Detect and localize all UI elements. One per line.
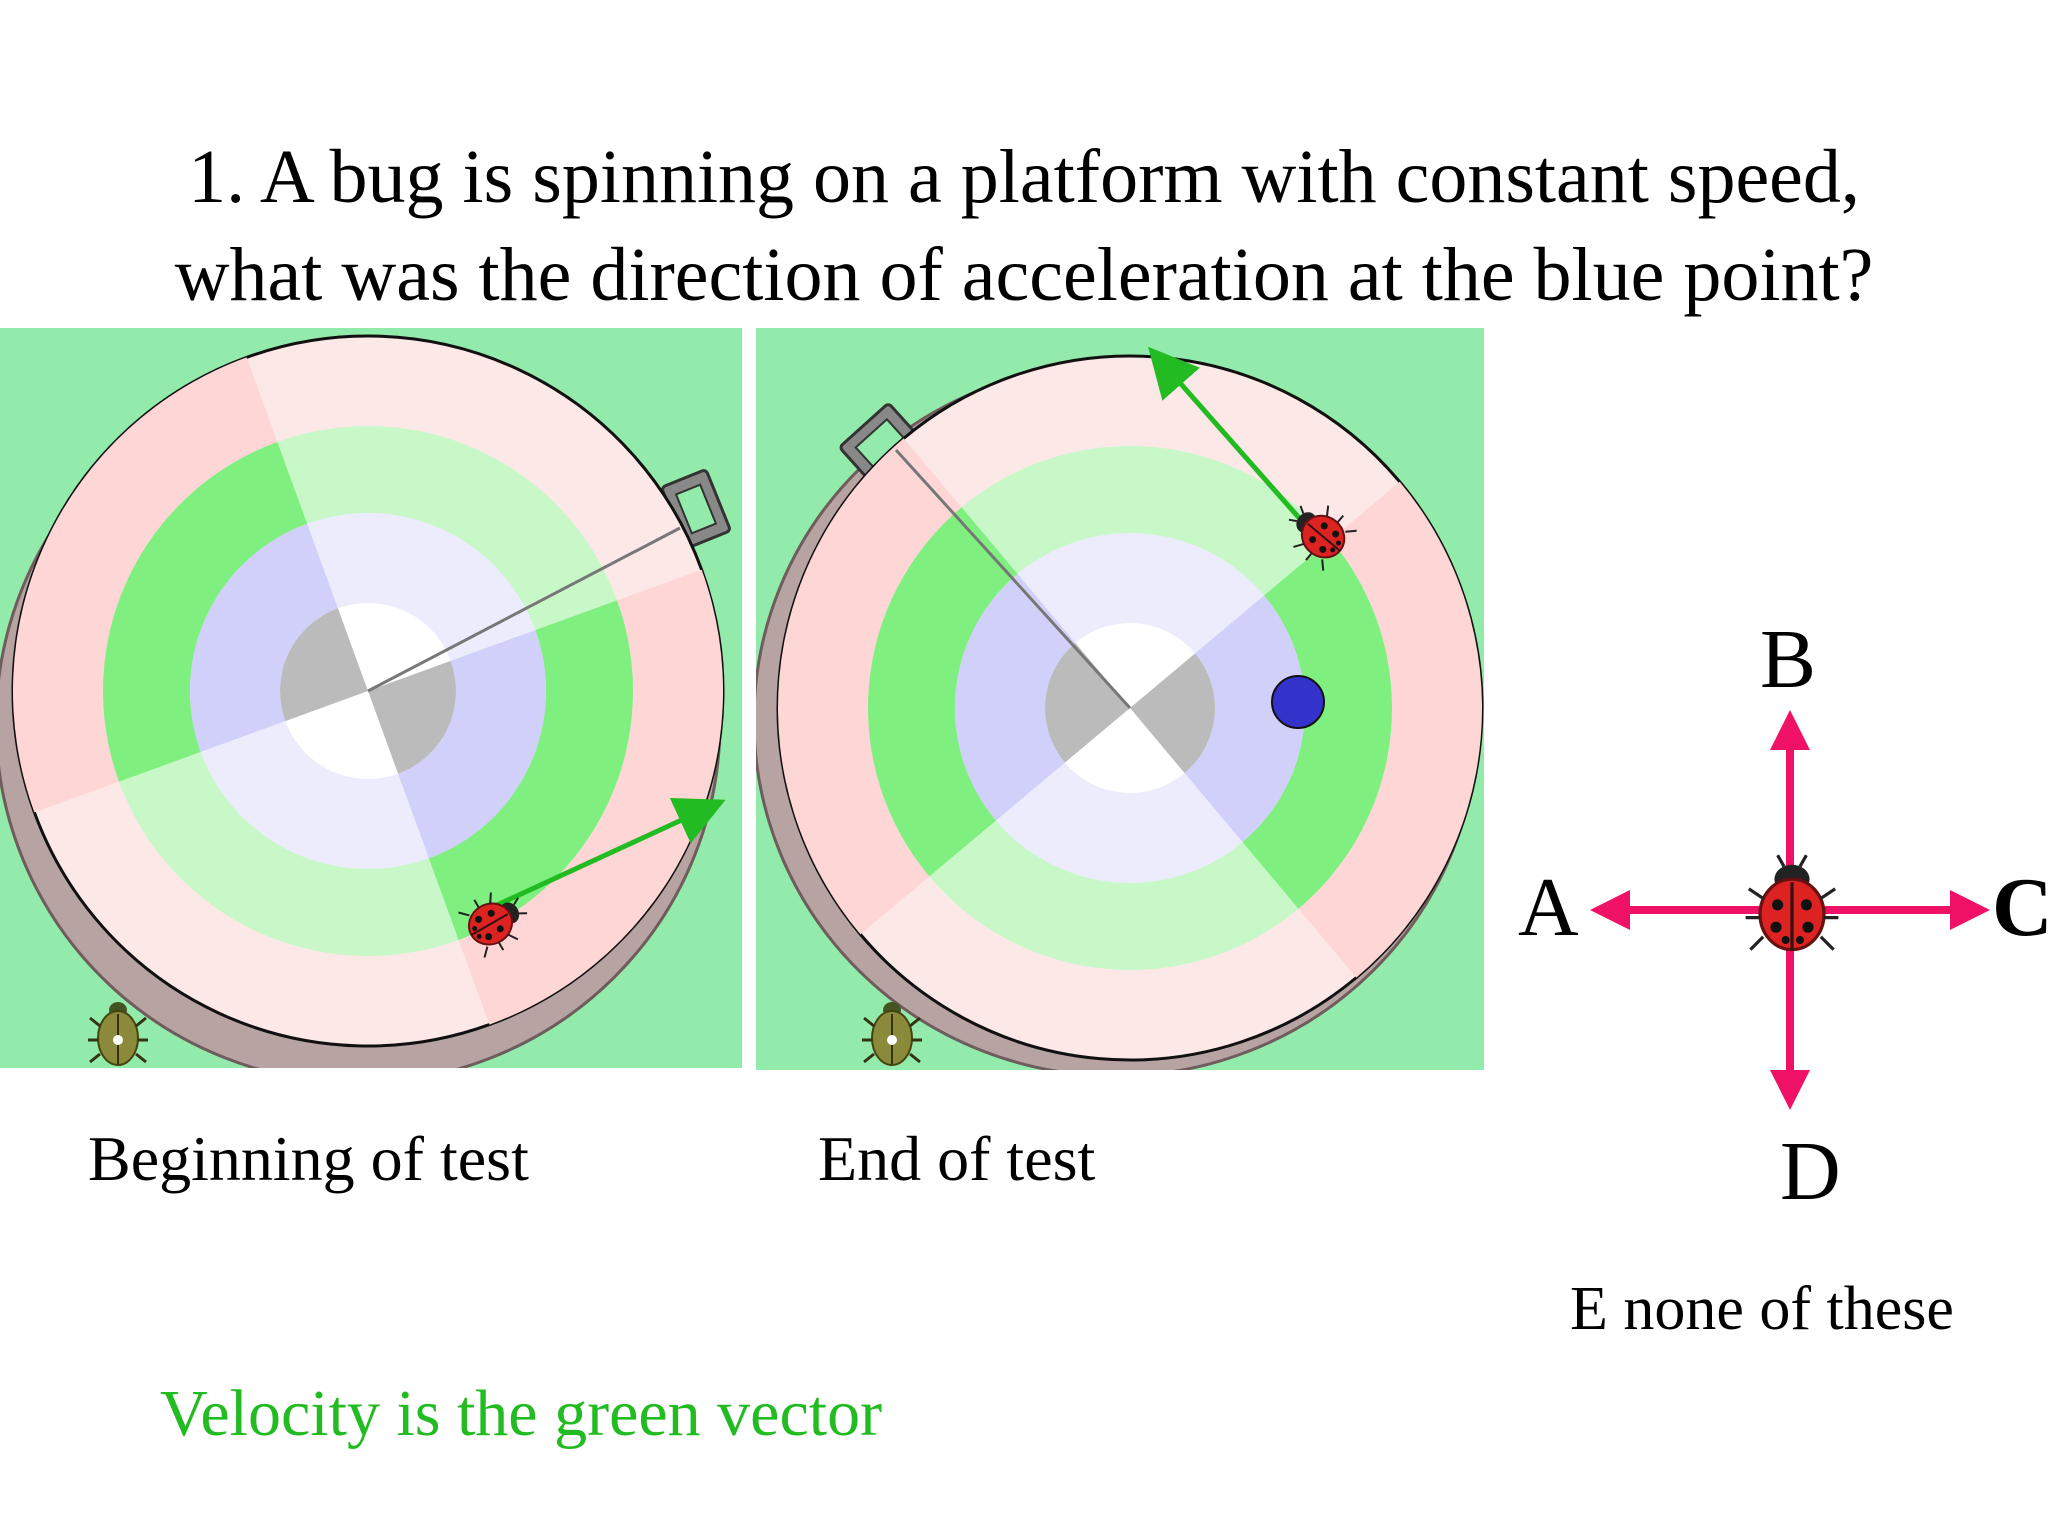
velocity-vector-beginning bbox=[493, 797, 726, 909]
ladybug-icon bbox=[1743, 853, 1841, 952]
question-line-1: 1. A bug is spinning on a platform with … bbox=[188, 135, 1860, 219]
platform-radius-line bbox=[367, 526, 681, 693]
platform-beginning-diagram bbox=[0, 328, 742, 1068]
velocity-vector-end bbox=[1148, 346, 1310, 530]
option-b[interactable]: B bbox=[1760, 613, 1817, 706]
velocity-note: Velocity is the green vector bbox=[160, 1377, 883, 1450]
option-d[interactable]: D bbox=[1780, 1125, 1841, 1218]
panel-beginning bbox=[0, 328, 742, 1068]
answer-direction-diagram bbox=[1590, 710, 1990, 1110]
question-title: 1. A bug is spinning on a platform with … bbox=[0, 128, 2048, 324]
option-c[interactable]: C bbox=[1992, 861, 2048, 954]
platform-end-diagram bbox=[756, 328, 1484, 1070]
blue-point bbox=[1271, 675, 1325, 729]
panel-end bbox=[756, 328, 1484, 1070]
caption-beginning: Beginning of test bbox=[88, 1123, 529, 1194]
option-e[interactable]: E none of these bbox=[1570, 1275, 1954, 1343]
option-a[interactable]: A bbox=[1518, 861, 1579, 954]
platform-radius-line bbox=[894, 448, 1132, 710]
caption-end: End of test bbox=[818, 1123, 1096, 1194]
platform-disc bbox=[11, 334, 725, 1048]
question-line-2: what was the direction of acceleration a… bbox=[174, 233, 1874, 317]
